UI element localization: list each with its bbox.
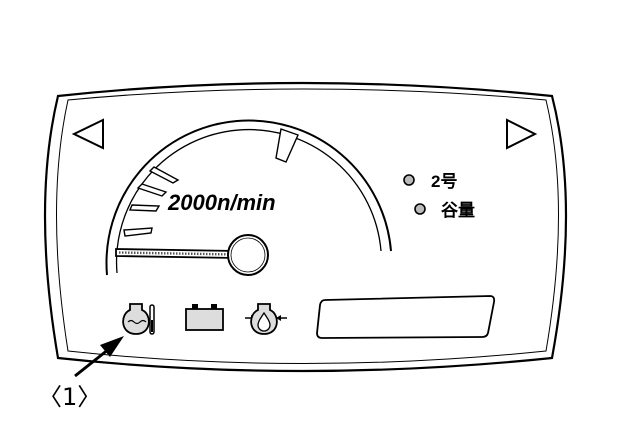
oil-pressure-icon bbox=[245, 303, 287, 335]
indicator-tanibara: 谷量 bbox=[414, 200, 475, 220]
indicator-lamp bbox=[403, 174, 415, 186]
panel-housing bbox=[43, 81, 568, 373]
indicator-label: 谷量 bbox=[441, 200, 475, 220]
tachometer-needle bbox=[115, 234, 269, 276]
callout-label: 〈1〉 bbox=[38, 383, 101, 411]
left-triangle-icon bbox=[71, 118, 104, 150]
rpm-label: 2000n/min bbox=[167, 190, 276, 215]
indicator-label: 2号 bbox=[431, 172, 457, 191]
tachometer-ticks bbox=[123, 128, 299, 237]
tachometer-arc bbox=[105, 119, 392, 276]
indicator-2go: 2号 bbox=[403, 172, 457, 191]
right-triangle-icon bbox=[506, 118, 538, 150]
display-window bbox=[316, 295, 496, 339]
coolant-temperature-icon bbox=[122, 303, 155, 335]
callout-arrow bbox=[74, 336, 124, 378]
indicator-lamp bbox=[414, 203, 426, 215]
battery-icon bbox=[185, 304, 224, 331]
